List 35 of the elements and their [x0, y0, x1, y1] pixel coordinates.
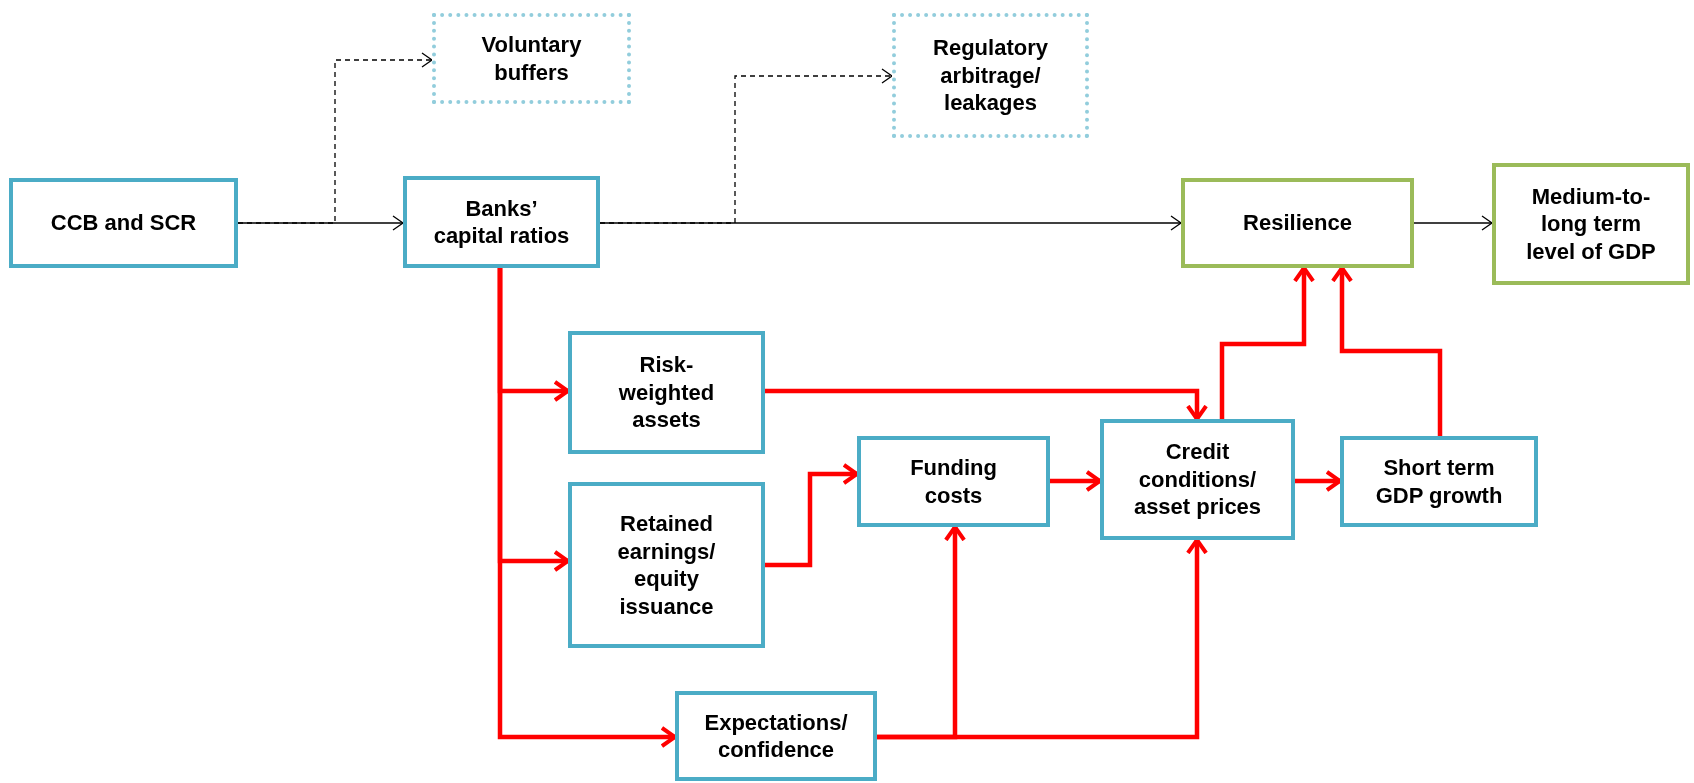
box-label: Banks’ capital ratios [432, 194, 571, 250]
arrow [497, 268, 677, 749]
arrow [877, 538, 1209, 740]
box-label: Voluntary buffers [480, 31, 583, 86]
arrow [1330, 266, 1443, 436]
box-label: CCB and SCR [50, 209, 197, 237]
box-label: Funding costs [909, 454, 998, 509]
arrow [1295, 469, 1342, 493]
process-box [675, 691, 877, 781]
process-box [892, 13, 1089, 138]
box-label: Credit conditions/ asset prices [1132, 438, 1263, 521]
process-box [857, 436, 1050, 527]
arrow [1219, 266, 1316, 419]
process-box [1100, 419, 1295, 540]
arrow [599, 215, 1182, 231]
process-box [568, 331, 765, 454]
process-box [9, 178, 238, 268]
arrow [765, 388, 1209, 421]
box-label: Risk-weighted assets [617, 351, 716, 434]
process-box [568, 482, 765, 648]
process-box [403, 176, 600, 268]
process-box [1181, 178, 1414, 268]
process-box [432, 13, 631, 104]
arrow [1413, 215, 1493, 231]
process-box [1340, 436, 1538, 527]
box-label: Expectations/ confidence [703, 708, 849, 764]
arrow [1050, 469, 1102, 493]
box-label: Retained earnings/ equity issuance [616, 510, 717, 620]
box-label: Medium-to-long term level of GDP [1525, 182, 1657, 266]
box-label: Short term GDP growth [1374, 454, 1504, 509]
process-box [1492, 163, 1690, 285]
arrow [765, 462, 859, 568]
box-label: Resilience [1243, 209, 1352, 237]
box-label: Regulatory arbitrage/ leakages [932, 34, 1049, 117]
arrow [237, 52, 433, 224]
